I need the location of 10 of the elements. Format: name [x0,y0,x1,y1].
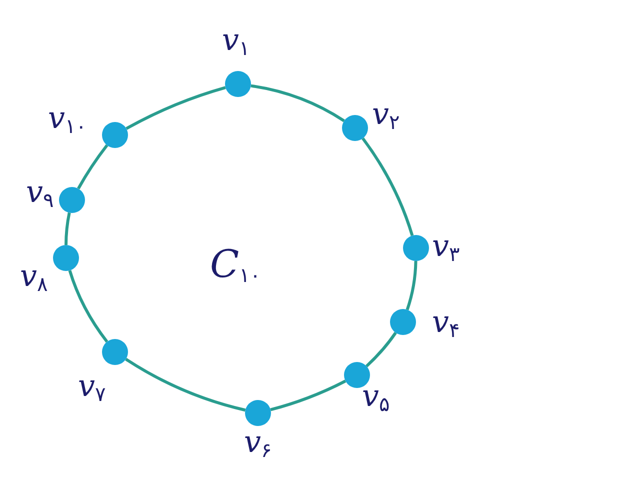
edge-line [366,332,397,368]
edge-line [125,358,246,412]
edge-line [77,144,108,190]
edge-line [362,138,414,236]
edge-line [406,260,418,310]
edge-line [126,86,226,130]
edge-line [270,380,346,412]
edge-line [250,84,345,122]
edge-line [64,212,71,246]
edge-line [68,270,108,343]
